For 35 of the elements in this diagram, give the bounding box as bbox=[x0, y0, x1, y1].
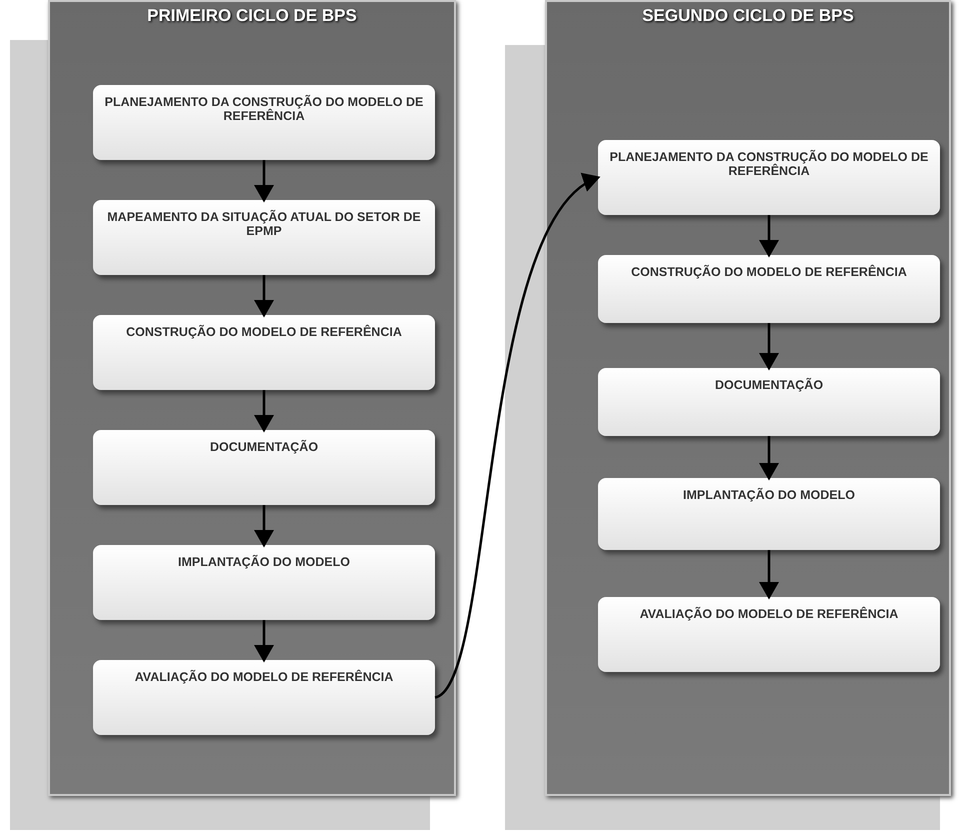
arrow bbox=[254, 505, 274, 548]
process-box bbox=[598, 255, 940, 323]
arrow bbox=[759, 550, 779, 600]
arrow bbox=[254, 275, 274, 318]
process-box bbox=[93, 200, 435, 275]
step-label: CONSTRUÇÃO DO MODELO DE REFERÊNCIA bbox=[630, 265, 908, 279]
process-box bbox=[93, 85, 435, 160]
process-box bbox=[598, 597, 940, 672]
step-label: CONSTRUÇÃO DO MODELO DE REFERÊNCIA bbox=[125, 325, 403, 339]
arrow bbox=[759, 436, 779, 480]
cycle-panel bbox=[545, 0, 951, 796]
step-label: MAPEAMENTO DA SITUAÇÃO ATUAL DO SETOR DE EPMP bbox=[106, 210, 422, 238]
step-label: DOCUMENTAÇÃO bbox=[208, 440, 320, 454]
arrow bbox=[759, 215, 779, 258]
arrow bbox=[759, 323, 779, 370]
step-label: IMPLANTAÇÃO DO MODELO bbox=[682, 488, 856, 502]
process-box bbox=[598, 368, 940, 436]
process-box bbox=[93, 545, 435, 620]
process-box bbox=[93, 430, 435, 505]
arrow bbox=[254, 390, 274, 432]
step-label: PLANEJAMENTO DA CONSTRUÇÃO DO MODELO DE REFERÊNCIA bbox=[608, 150, 930, 178]
step-label: DOCUMENTAÇÃO bbox=[714, 378, 824, 392]
arrow bbox=[254, 620, 274, 662]
cycle-panel bbox=[48, 0, 456, 796]
panel-title: PRIMEIRO CICLO DE BPS bbox=[146, 6, 358, 26]
process-box bbox=[598, 140, 940, 215]
process-box bbox=[598, 478, 940, 550]
arrow bbox=[254, 160, 274, 202]
step-label: PLANEJAMENTO DA CONSTRUÇÃO DO MODELO DE REFERÊNCIA bbox=[104, 95, 424, 123]
panel-title: SEGUNDO CICLO DE BPS bbox=[641, 6, 855, 26]
step-label: AVALIAÇÃO DO MODELO DE REFERÊNCIA bbox=[134, 670, 394, 684]
step-label: AVALIAÇÃO DO MODELO DE REFERÊNCIA bbox=[638, 607, 900, 621]
process-box bbox=[93, 315, 435, 390]
process-box bbox=[93, 660, 435, 735]
step-label: IMPLANTAÇÃO DO MODELO bbox=[177, 555, 351, 569]
